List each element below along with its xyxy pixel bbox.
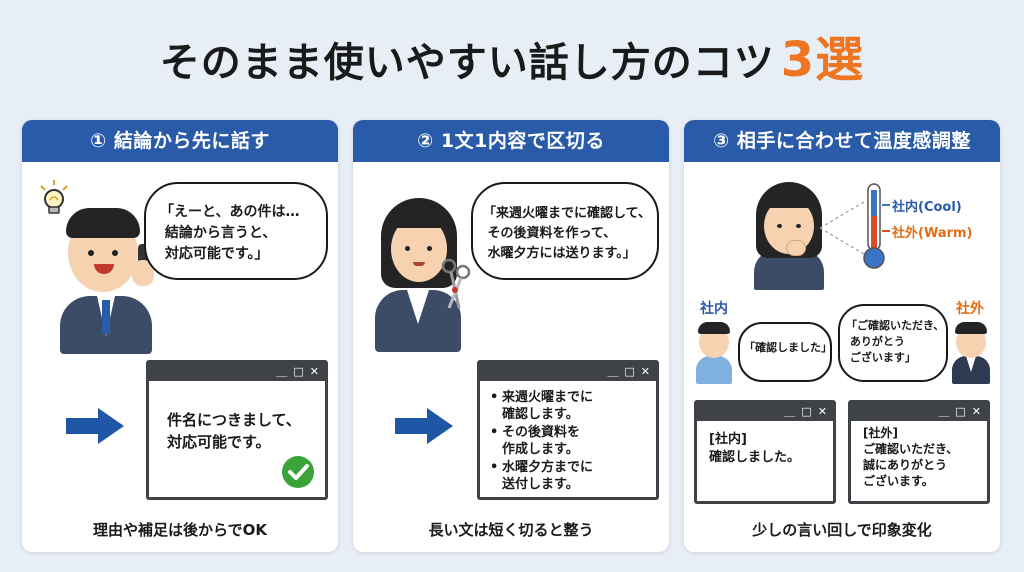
title-accent: 3選 <box>780 32 865 88</box>
panel3-header: ③ 相手に合わせて温度感調整 <box>684 120 1000 162</box>
maximize-icon: □ <box>955 405 966 418</box>
thermometer-label-cool: 社内(Cool) <box>892 200 962 215</box>
close-icon: ✕ <box>817 405 827 418</box>
panel2-header: ② 1文1内容で区切る <box>353 120 669 162</box>
speech-bubble-internal: 「確認しました」 <box>738 322 832 382</box>
window-text: 件名につきまして、 対応可能です。 <box>167 411 301 451</box>
speech-bubble-external: 「ご確認いただき、 ありがとう ございます」 <box>838 304 948 382</box>
maximize-icon: □ <box>624 365 635 378</box>
thinking-woman-illustration <box>750 180 830 290</box>
scissors-icon <box>441 258 471 309</box>
label-external: 社外 <box>956 301 984 317</box>
panel1-header: ① 結論から先に話す <box>22 120 338 162</box>
thermometer-tick-cool <box>882 204 890 206</box>
window-titlebar: ＿ □ ✕ <box>697 403 833 421</box>
result-window: ＿ □ ✕ 件名につきまして、 対応可能です。 <box>146 360 328 500</box>
bubble-text-external: 「ご確認いただき、 ありがとう ございます」 <box>846 319 945 364</box>
panel-tone-adjustment: ③ 相手に合わせて温度感調整 社内(Cool) 社外(Warm) 社内 「確認し… <box>684 120 1000 552</box>
internal-person-illustration <box>694 320 734 386</box>
maximize-icon: □ <box>801 405 812 418</box>
dotted-connector <box>819 201 865 255</box>
close-icon: ✕ <box>971 405 981 418</box>
businesswoman-with-scissors-illustration <box>371 194 481 354</box>
maximize-icon: □ <box>293 365 304 378</box>
minimize-icon: ＿ <box>607 365 619 378</box>
external-person-illustration <box>950 320 992 386</box>
title-main: そのまま使いやすい話し方のコツ <box>159 40 775 86</box>
lightbulb-icon <box>40 180 68 214</box>
arrow-right-icon <box>395 408 453 444</box>
window-titlebar: ＿ □ ✕ <box>480 363 656 381</box>
panel2-footer: 長い文は短く切ると整う <box>428 521 594 539</box>
thermometer-tick-warm <box>882 230 890 232</box>
check-circle-icon <box>282 456 314 488</box>
bubble-text-internal: 「確認しました」 <box>744 341 832 354</box>
minimize-icon: ＿ <box>938 405 950 418</box>
close-icon: ✕ <box>309 365 319 378</box>
panel1-footer: 理由や補足は後からでOK <box>93 521 267 539</box>
minimize-icon: ＿ <box>276 365 288 378</box>
label-internal: 社内 <box>700 301 728 317</box>
panel-one-sentence-one-point: ② 1文1内容で区切る 「来週火曜までに確認して、 その後資料を作って、 水曜夕… <box>353 120 669 552</box>
bubble-text: 「来週火曜までに確認して、 その後資料を作って、 水曜夕方には送ります。」 <box>483 206 651 261</box>
thermometer-icon <box>863 183 885 269</box>
window-text-internal: [社内] 確認しました。 <box>709 432 801 465</box>
speech-bubble: 「えーと、あの件は… 結論から言うと、 対応可能です。」 <box>144 182 328 280</box>
window-text-external: [社外] ご確認いただき、 誠にありがとう ございます。 <box>863 426 959 488</box>
arrow-right-icon <box>66 408 124 444</box>
close-icon: ✕ <box>640 365 650 378</box>
result-window: ＿ □ ✕ •来週火曜までに 確認します。 •その後資料を 作成します。 •水曜… <box>477 360 659 500</box>
minimize-icon: ＿ <box>784 405 796 418</box>
speech-bubble: 「来週火曜までに確認して、 その後資料を作って、 水曜夕方には送ります。」 <box>471 182 659 280</box>
panel3-footer: 少しの言い回しで印象変化 <box>752 521 932 539</box>
list-item: •来週火曜までに 確認します。 <box>490 390 594 422</box>
window-external: ＿ □ ✕ [社外] ご確認いただき、 誠にありがとう ございます。 <box>848 400 990 504</box>
window-titlebar: ＿ □ ✕ <box>149 363 325 381</box>
bullet-list: •来週火曜までに 確認します。 •その後資料を 作成します。 •水曜夕方までに … <box>480 381 656 493</box>
list-item: •水曜夕方までに 送付します。 <box>490 460 594 492</box>
window-internal: ＿ □ ✕ [社内] 確認しました。 <box>694 400 836 504</box>
list-item: •その後資料を 作成します。 <box>490 425 581 457</box>
window-titlebar: ＿ □ ✕ <box>851 403 987 421</box>
panel-conclusion-first: ① 結論から先に話す 「えーと、あの件は… 結論から言うと、 対応可能です。」 <box>22 120 338 552</box>
bubble-text: 「えーと、あの件は… 結論から言うと、 対応可能です。」 <box>160 204 300 262</box>
thermometer-label-warm: 社外(Warm) <box>892 226 973 241</box>
